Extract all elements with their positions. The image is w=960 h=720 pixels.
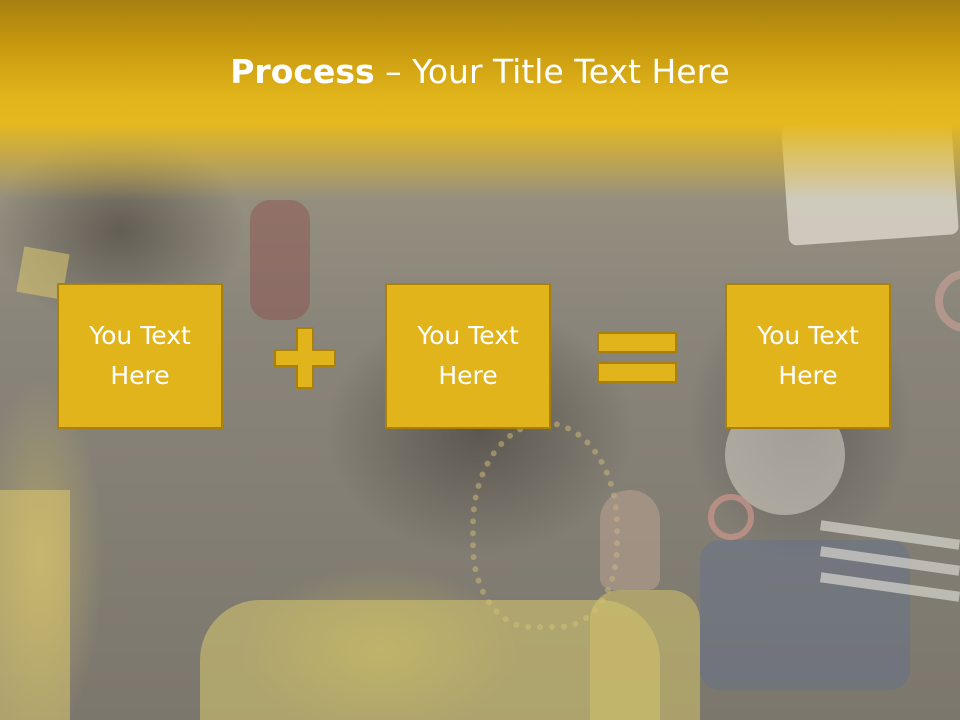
background-shape — [708, 494, 754, 540]
slide-title: Process – Your Title Text Here — [0, 52, 960, 91]
equals-icon — [597, 332, 677, 383]
slide-title-bold: Process — [230, 52, 375, 91]
background-shape — [700, 540, 910, 690]
process-box-2: You Text Here — [385, 283, 551, 429]
process-box-text: You Text Here — [89, 321, 191, 390]
process-box-text: You Text Here — [417, 321, 519, 390]
process-box-3: You Text Here — [725, 283, 891, 429]
background-shape — [200, 600, 660, 720]
background-shape — [0, 490, 70, 720]
title-banner — [0, 0, 960, 200]
background-shape — [935, 270, 960, 332]
process-box-1: You Text Here — [57, 283, 223, 429]
background-shape — [600, 490, 660, 590]
process-box-text: You Text Here — [757, 321, 859, 390]
background-shape — [590, 590, 700, 720]
plus-icon — [274, 327, 336, 389]
background-shape — [250, 200, 310, 320]
slide-title-rest: – Your Title Text Here — [374, 52, 730, 91]
